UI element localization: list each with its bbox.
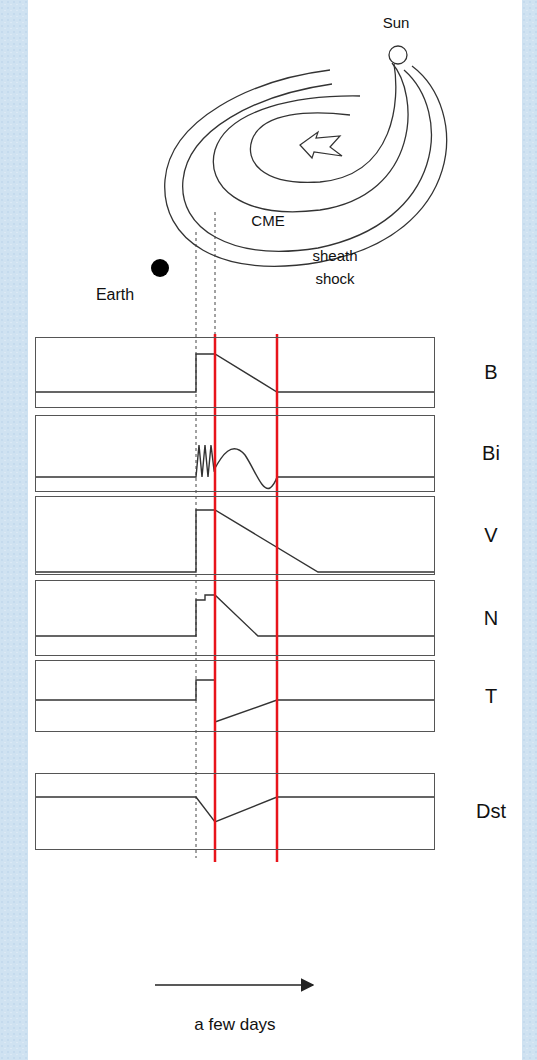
- t-trace: [35, 680, 435, 722]
- annotation-label: Sun: [383, 14, 410, 31]
- annotation-label: Earth: [96, 286, 134, 304]
- cme-loop-inner: [250, 64, 395, 182]
- time-arrow: [155, 984, 313, 986]
- white-panel: [28, 0, 522, 1060]
- signal-panel: Bi: [35, 415, 435, 492]
- panel-label: Bi: [482, 442, 500, 465]
- panel-label: T: [485, 685, 497, 708]
- annotation-label: shock: [315, 270, 354, 287]
- signal-panel: N: [35, 580, 435, 656]
- annotation-label: a few days: [194, 1015, 275, 1035]
- panel-label: B: [484, 361, 497, 384]
- signal-panel: B: [35, 337, 435, 408]
- motion-arrow: [300, 132, 342, 158]
- cme-loop-outer: [213, 63, 408, 212]
- signal-panel: V: [35, 496, 435, 575]
- annotation-label: CME: [251, 212, 284, 229]
- red-marker: [276, 334, 279, 862]
- signal-panel: T: [35, 660, 435, 732]
- signal-panel: Dst: [35, 773, 435, 850]
- b-trace: [35, 354, 435, 392]
- v-trace: [35, 510, 435, 572]
- dst-trace: [35, 797, 435, 822]
- n-trace: [35, 595, 435, 636]
- panel-label: Dst: [476, 800, 506, 823]
- panel-label: V: [484, 524, 497, 547]
- earth-symbol: [151, 259, 169, 277]
- bi-trace: [35, 445, 435, 488]
- sun-symbol: [389, 46, 407, 64]
- sheath-boundary: [183, 70, 432, 251]
- red-marker: [214, 334, 217, 862]
- shock-front: [165, 66, 447, 266]
- panel-label: N: [484, 607, 498, 630]
- annotation-label: sheath: [312, 247, 357, 264]
